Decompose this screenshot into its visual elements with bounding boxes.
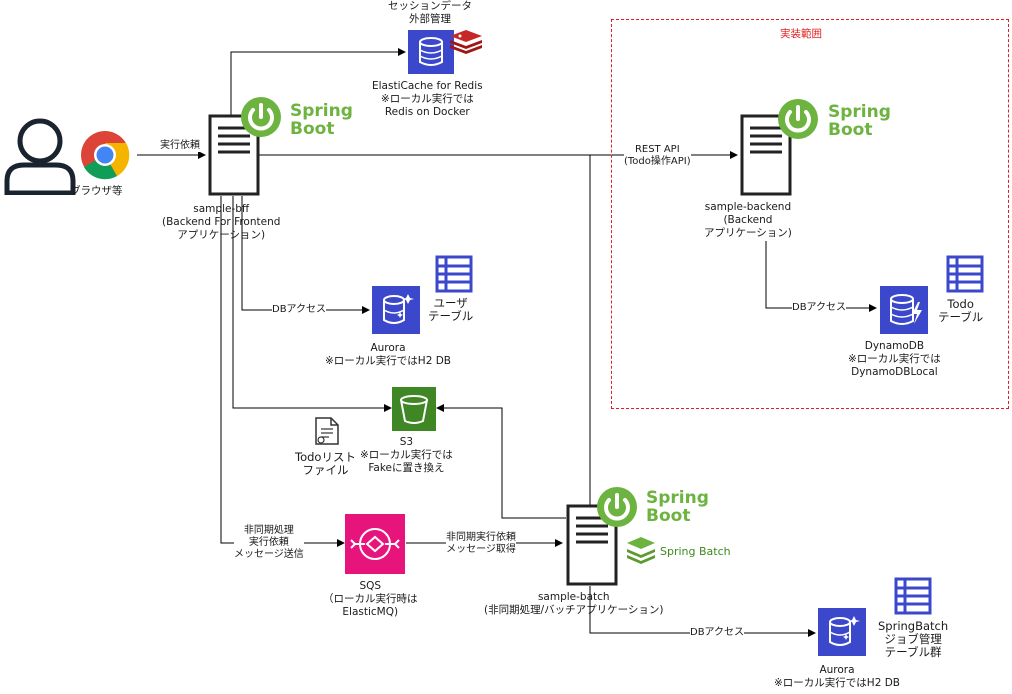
spring-line1: Spring bbox=[646, 488, 709, 508]
table-icon bbox=[946, 255, 984, 293]
sqs-icon bbox=[345, 514, 405, 574]
redis-icon bbox=[450, 30, 482, 54]
aurora-batch-label: Aurora ※ローカル実行ではH2 DB bbox=[774, 664, 900, 689]
async-send-label: 非同期処理 実行依頼 メッセージ送信 bbox=[234, 525, 304, 561]
table-icon bbox=[894, 577, 932, 615]
spring-line1: Spring bbox=[290, 101, 353, 121]
boundary-title: 実装範囲 bbox=[780, 28, 822, 40]
chrome-icon bbox=[81, 131, 130, 180]
todo-file-label: Todoリスト ファイル bbox=[295, 450, 356, 477]
spring-batch-icon bbox=[627, 537, 655, 564]
implementation-scope-boundary bbox=[611, 19, 1009, 409]
backend-label: sample-backend (Backend アプリケーション) bbox=[704, 201, 792, 239]
spring-line2: Boot bbox=[290, 119, 335, 139]
edge-bff-s3 bbox=[232, 196, 392, 412]
aurora-icon bbox=[372, 286, 420, 334]
dynamodb-label: DynamoDB ※ローカル実行では DynamoDBLocal bbox=[848, 340, 941, 378]
db-access-bff-label: DBアクセス bbox=[272, 304, 327, 316]
elasticache-icon bbox=[408, 30, 454, 74]
user-icon bbox=[4, 118, 76, 195]
edge-batch-s3 bbox=[436, 404, 566, 519]
spring-boot-icon-batch bbox=[597, 487, 637, 527]
s3-label: S3 ※ローカル実行では Fakeに置き換え bbox=[360, 436, 453, 474]
table-icon bbox=[435, 255, 473, 293]
edge-bff-redis bbox=[230, 48, 406, 117]
async-fetch-label: 非同期実行依頼 メッセージ取得 bbox=[446, 532, 516, 556]
spring-line2: Boot bbox=[646, 506, 691, 526]
dynamodb-icon bbox=[880, 286, 928, 334]
document-icon bbox=[315, 417, 339, 445]
bff-label: sample-bff (Backend For Frontend アプリケーショ… bbox=[162, 203, 281, 241]
spring-boot-text-backend: Spring Boot bbox=[828, 103, 891, 139]
spring-boot-text-batch: Spring Boot bbox=[646, 489, 709, 525]
spring-batch-label: Spring Batch bbox=[660, 545, 731, 558]
rest-api-label: REST API (Todo操作API) bbox=[624, 144, 691, 168]
spring-boot-icon-backend bbox=[778, 99, 818, 139]
spring-line1: Spring bbox=[828, 102, 891, 122]
s3-icon bbox=[392, 387, 436, 431]
db-access-batch-label: DBアクセス bbox=[690, 627, 745, 639]
user-label: ブラウザ等 bbox=[70, 185, 123, 197]
redis-label: ElastiCache for Redis ※ローカル実行では Redis on… bbox=[372, 80, 483, 118]
batch-label: sample-batch (非同期処理/バッチアプリケーション) bbox=[484, 591, 664, 616]
spring-boot-text-bff: Spring Boot bbox=[290, 102, 353, 138]
edge-bff-sqs bbox=[220, 196, 345, 547]
edge-request-label: 実行依頼 bbox=[160, 140, 200, 152]
sqs-label: SQS （ローカル実行時は ElasticMQ) bbox=[323, 580, 418, 618]
edge-bff-aurora bbox=[241, 196, 370, 314]
aurora-bff-label: Aurora ※ローカル実行ではH2 DB bbox=[325, 342, 451, 367]
user-table-label: ユーザ テーブル bbox=[428, 296, 474, 323]
redis-caption: セッションデータ 外部管理 bbox=[388, 0, 472, 25]
spring-boot-icon bbox=[241, 97, 281, 137]
spring-line2: Boot bbox=[828, 120, 873, 140]
todo-table-label: Todo テーブル bbox=[938, 297, 984, 324]
db-access-backend-label: DBアクセス bbox=[792, 302, 847, 314]
batch-table-label: SpringBatch ジョブ管理 テーブル群 bbox=[878, 619, 949, 659]
aurora-icon bbox=[818, 608, 866, 656]
